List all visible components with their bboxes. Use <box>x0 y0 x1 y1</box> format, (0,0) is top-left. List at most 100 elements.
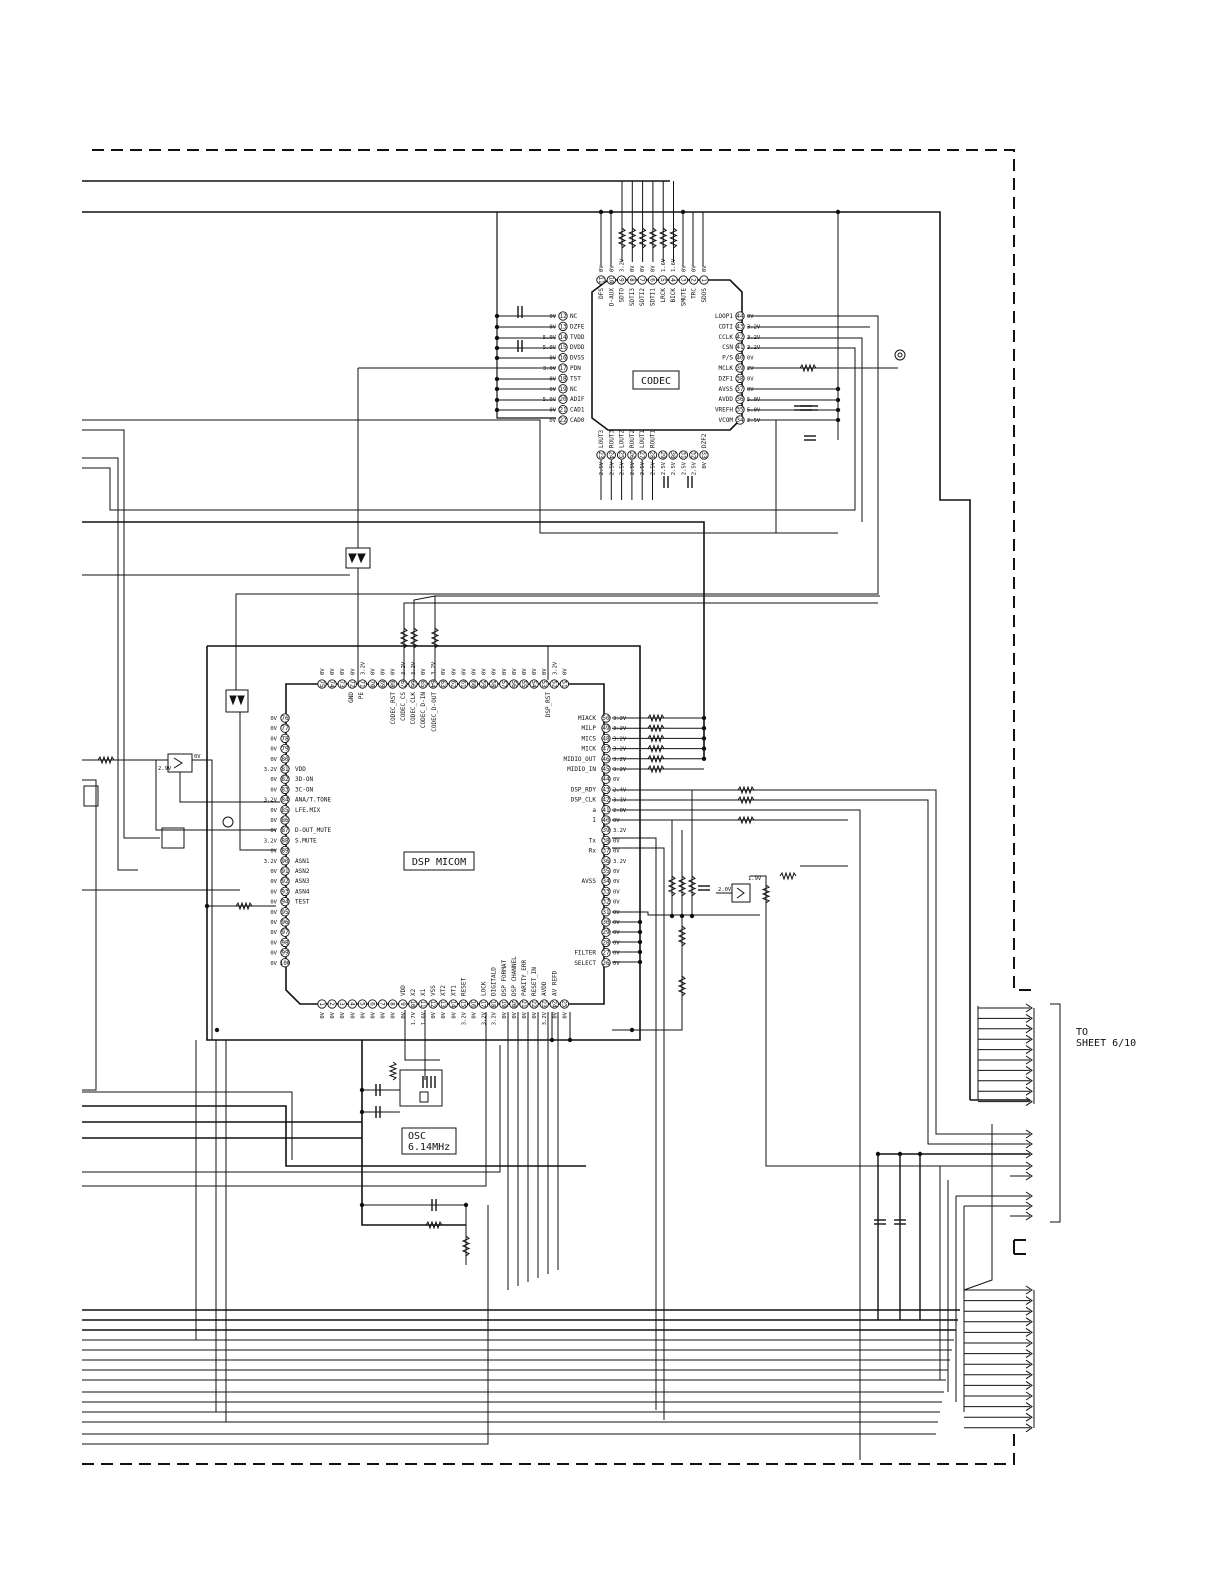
pin-number: 24 <box>550 1000 557 1008</box>
pin-number: 45 <box>602 766 610 773</box>
pin-number: 2 <box>328 1002 335 1006</box>
resistor <box>409 627 419 649</box>
pin-label: TST <box>570 375 581 382</box>
pin-number: 49 <box>602 725 610 732</box>
junction-dot <box>679 913 685 919</box>
pin-voltage: 2V <box>747 366 754 372</box>
junction-dot <box>494 376 500 382</box>
pin-voltage: 2.5V <box>609 461 615 475</box>
pin-circle <box>280 784 290 795</box>
pin-number: 14 <box>559 334 567 341</box>
test-point <box>222 816 234 828</box>
pin-label: CAD0 <box>570 417 585 424</box>
pin-circle <box>367 999 378 1009</box>
pin-label: TEST <box>295 899 310 906</box>
pin-label: 3C-ON <box>295 786 313 793</box>
pin-voltage: 0V <box>401 1011 407 1018</box>
pin-number: 57 <box>500 680 507 688</box>
pin-label: LOCK <box>481 981 488 996</box>
pin-voltage: 0V <box>512 668 518 675</box>
pin-circle <box>637 450 647 460</box>
pin-circle <box>637 275 647 285</box>
pin-label: AVDD <box>541 981 548 996</box>
pin-voltage: 0V <box>270 787 277 793</box>
codec-title-box <box>632 370 680 390</box>
pin-circle <box>468 999 479 1009</box>
diode-pair <box>161 827 185 849</box>
pin-number: 76 <box>281 715 289 722</box>
pin-number: 37 <box>602 848 610 855</box>
transistor <box>167 753 193 773</box>
pin-number: 60 <box>470 680 477 688</box>
pin-label: DZF2 <box>701 433 708 448</box>
pin-circle <box>280 774 290 784</box>
pin-label: PDN <box>570 365 581 372</box>
pin-voltage: 0V <box>270 889 277 895</box>
pin-circle <box>601 907 611 917</box>
resistor <box>425 1220 443 1230</box>
pin-circle <box>327 679 337 689</box>
pin-number: 51 <box>560 680 567 688</box>
pin-circle <box>280 764 290 774</box>
pin-label: XT1 <box>450 985 457 996</box>
pin-voltage: 0V <box>549 324 556 330</box>
pin-number: 90 <box>281 858 289 865</box>
pin-voltage: 0V <box>747 356 754 362</box>
pin-voltage: 2.5V <box>599 461 605 475</box>
pin-number: 8 <box>389 1002 396 1006</box>
pin-voltage: 2.5V <box>692 461 698 475</box>
wire <box>496 212 556 419</box>
resistor <box>669 227 678 249</box>
pin-circle <box>596 450 606 460</box>
pin-voltage: 0V <box>340 1011 346 1018</box>
pin-number: 3 <box>338 1002 345 1006</box>
pin-label: D-OUT_MUTE <box>295 827 332 834</box>
resistor <box>647 733 665 743</box>
pin-voltage: 0V <box>747 314 754 320</box>
pin-label: CODEC_CLK <box>410 692 417 725</box>
pin-label: NC <box>570 386 578 393</box>
pin-number: 94 <box>281 899 289 906</box>
resistor <box>647 754 665 764</box>
pin-number: 5 <box>358 1002 365 1006</box>
pin-label: MIACK <box>578 715 596 722</box>
pin-number: 27 <box>638 451 645 459</box>
pin-number: 42 <box>602 797 610 804</box>
pin-label: CCLK <box>719 334 734 341</box>
pin-number: 23 <box>597 451 604 459</box>
pin-circle <box>448 999 458 1009</box>
connector-arrow <box>1025 1076 1033 1086</box>
pin-voltage: 0V <box>512 1011 518 1018</box>
connector-arrow <box>1025 1327 1033 1337</box>
pin-circle <box>280 713 290 723</box>
pin-circle <box>558 363 568 373</box>
pin-number: 47 <box>602 746 610 753</box>
pin-voltage: 3.2V <box>360 661 366 675</box>
pin-voltage: 3.2V <box>552 661 558 675</box>
pin-voltage: 0V <box>630 265 636 272</box>
pin-label: VSS <box>430 985 437 996</box>
pin-voltage: 3.2V <box>747 345 761 351</box>
pin-label: DIGITALD <box>491 967 498 996</box>
pin-number: 29 <box>602 929 610 936</box>
pin-label: ROUT2 <box>629 430 636 448</box>
pin-circle <box>601 927 611 937</box>
pin-number: 21 <box>559 407 567 414</box>
connector-arrow <box>1025 1211 1033 1221</box>
pin-circle <box>280 733 290 744</box>
junction-dot <box>835 397 841 403</box>
resistor <box>761 884 771 904</box>
pin-number: 12 <box>429 1000 436 1008</box>
pin-circle <box>558 332 568 342</box>
pin-label: CODEC_D-IN <box>420 692 427 729</box>
pin-circle <box>735 415 745 425</box>
dashed-border <box>92 149 1032 991</box>
pin-voltage: 0V <box>270 808 277 814</box>
pin-label: LOUT3 <box>598 430 605 448</box>
pin-voltage: 3.2V <box>613 767 627 773</box>
pin-circle <box>616 275 627 285</box>
pin-label: S.MUTE <box>295 837 317 844</box>
pin-number: 32 <box>690 451 697 459</box>
pin-circle <box>735 342 745 352</box>
component-layer <box>83 227 1033 1433</box>
